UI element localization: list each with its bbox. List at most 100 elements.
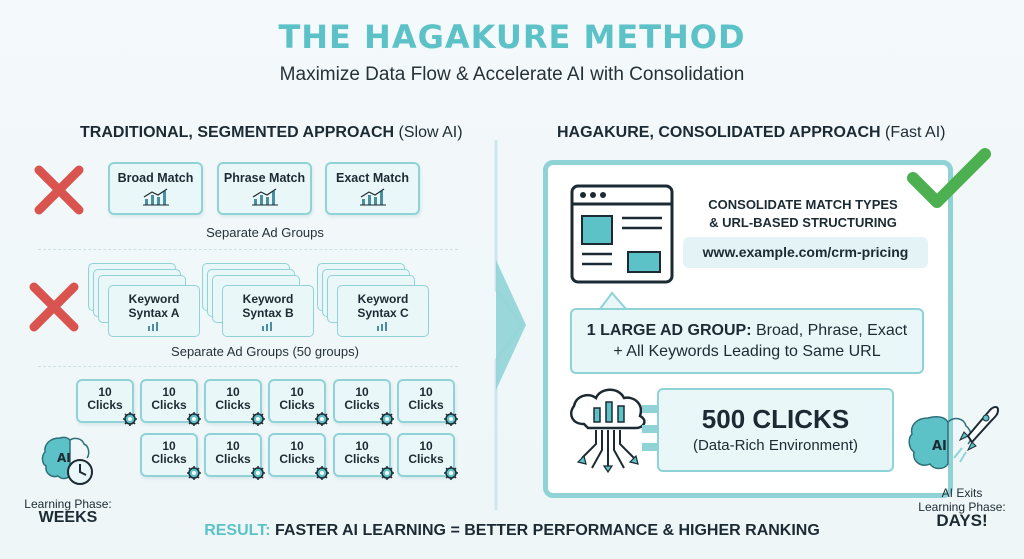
syntax-line2: Syntax C [357,306,409,320]
brain-ai-label: AI [932,439,947,454]
exit-line2: Learning Phase: [918,500,1006,514]
result-text: FASTER AI LEARNING = BETTER PERFORMANCE … [275,522,820,539]
clicks-label: Clicks [151,398,187,412]
bar-chart-icon [377,322,387,331]
clicks-label: Clicks [344,452,380,466]
gear-icon [315,466,329,480]
browser-window-icon [570,184,674,284]
learning-phase-value: WEEKS [38,509,98,526]
match-type-card-broad: Broad Match [108,162,203,215]
adgroup-line1: 1 LARGE AD GROUP: Broad, Phrase, Exact [572,320,922,341]
check-icon [907,148,991,208]
match-type-label: Phrase Match [223,171,306,185]
clicks-total-box: 500 CLICKS (Data-Rich Environment) [657,388,894,472]
clicks-label: Clicks [87,398,123,412]
bar-chart-icon [148,322,158,331]
gear-icon [187,412,201,426]
section-divider [38,249,458,250]
clicks-count: 10 [290,385,304,399]
gear-icon [251,466,265,480]
cloud-data-icon [570,388,646,474]
clicks-label: Clicks [215,398,251,412]
clicks-count: 10 [419,385,433,399]
right-section-heading: HAGAKURE, CONSOLIDATED APPROACH (Fast AI… [557,124,945,142]
clicks-label: Clicks [408,452,444,466]
consolidate-text: CONSOLIDATE MATCH TYPES & URL-BASED STRU… [708,196,898,232]
bar-chart-icon [142,188,169,206]
cross-icon [34,165,84,215]
clicks-label: Clicks [215,452,251,466]
learning-phase-right: AI Exits Learning Phase: DAYS! [907,486,1017,530]
learning-phase-left: Learning Phase: WEEKS [8,497,128,526]
page-subtitle: Maximize Data Flow & Accelerate AI with … [279,64,745,85]
clicks-count: 10 [162,385,176,399]
speech-pointer-icon [599,291,627,310]
match-type-card-phrase: Phrase Match [217,162,312,215]
exit-line1: AI Exits [941,486,983,500]
clicks-count: 10 [419,439,433,453]
clicks-label: Clicks [279,452,315,466]
clicks-label: Clicks [151,452,187,466]
ai-brain-rocket-icon: AI [908,406,1000,470]
clicks-label: Clicks [279,398,315,412]
gear-icon [315,412,329,426]
gear-icon [123,412,137,426]
clicks-label: Clicks [344,398,380,412]
clicks-count: 10 [162,439,176,453]
caption-separate-ad-groups-50: Separate Ad Groups (50 groups) [171,344,359,359]
learning-phase-label: Learning Phase: [24,497,112,511]
result-line: RESULT: FASTER AI LEARNING = BETTER PERF… [0,522,1024,540]
brain-ai-label: AI [57,451,71,465]
syntax-line1: Keyword [357,292,409,306]
clicks-count: 10 [98,385,112,399]
right-heading-light: (Fast AI) [885,124,946,141]
syntax-card-b: Keyword Syntax B [222,285,314,337]
consolidate-line1: CONSOLIDATE MATCH TYPES [708,197,898,212]
gear-icon [380,412,394,426]
syntax-line2: Syntax A [128,306,180,320]
match-type-label: Broad Match [117,171,194,185]
caption-separate-ad-groups: Separate Ad Groups [206,225,324,240]
cross-icon [29,282,79,332]
exit-value: DAYS! [936,511,988,530]
ai-brain-clock-icon: AI [41,436,93,485]
clicks-total-note: (Data-Rich Environment) [692,437,859,454]
left-section-heading: TRADITIONAL, SEGMENTED APPROACH (Slow AI… [80,124,463,142]
gear-icon [380,466,394,480]
clicks-count: 10 [355,385,369,399]
clicks-count: 10 [355,439,369,453]
gear-icon [444,412,458,426]
section-divider [38,366,458,367]
left-heading-light: (Slow AI) [398,124,463,141]
match-type-card-exact: Exact Match [325,162,420,215]
gear-icon [444,466,458,480]
adgroup-rest: Broad, Phrase, Exact [756,322,908,339]
bar-chart-icon [359,188,386,206]
syntax-line1: Keyword [128,292,180,306]
result-label: RESULT: [204,522,271,539]
large-ad-group-box: 1 LARGE AD GROUP: Broad, Phrase, Exact +… [570,308,924,374]
consolidate-line2: & URL-BASED STRUCTURING [709,215,897,230]
gear-icon [251,412,265,426]
gear-icon [187,466,201,480]
